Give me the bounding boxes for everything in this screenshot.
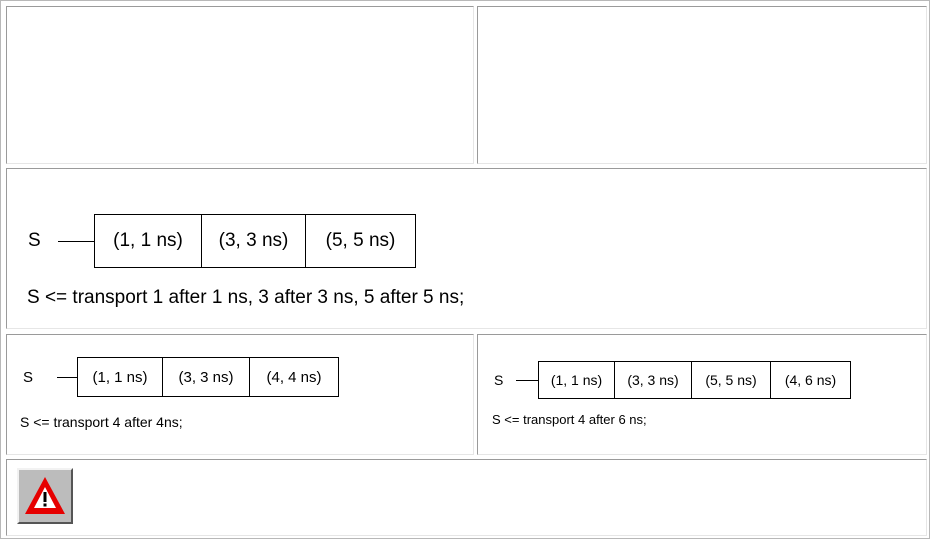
transaction-cell: (3, 3 ns) xyxy=(163,357,250,397)
signal-wire xyxy=(516,379,538,381)
warning-cell xyxy=(6,459,927,536)
empty-cell-left xyxy=(6,6,474,164)
warning-button[interactable] xyxy=(17,468,73,524)
left-diagram-cell: S (1, 1 ns) (3, 3 ns) (4, 4 ns) S <= tra… xyxy=(6,334,474,455)
transaction-cell: (4, 4 ns) xyxy=(250,357,339,397)
empty-cell-right xyxy=(477,6,927,164)
transaction-cell: (3, 3 ns) xyxy=(202,214,306,268)
right-diagram-cell: S (1, 1 ns) (3, 3 ns) (5, 5 ns) (4, 6 ns… xyxy=(477,334,927,455)
signal-label: S xyxy=(494,372,504,388)
transaction-cell: (5, 5 ns) xyxy=(692,361,771,399)
signal-wire xyxy=(58,240,94,242)
left-driver: S (1, 1 ns) (3, 3 ns) (4, 4 ns) xyxy=(21,357,339,397)
transaction-cell: (1, 1 ns) xyxy=(94,214,202,268)
signal-label: S xyxy=(28,230,41,251)
main-driver: S (1, 1 ns) (3, 3 ns) (5, 5 ns) xyxy=(28,214,416,268)
transaction-cell: (5, 5 ns) xyxy=(306,214,416,268)
transaction-cell: (1, 1 ns) xyxy=(538,361,615,399)
vhdl-statement: S <= transport 4 after 4ns; xyxy=(20,414,183,430)
transaction-cell: (3, 3 ns) xyxy=(615,361,692,399)
vhdl-statement: S <= transport 1 after 1 ns, 3 after 3 n… xyxy=(27,287,465,308)
signal-label: S xyxy=(23,368,34,386)
right-driver: S (1, 1 ns) (3, 3 ns) (5, 5 ns) (4, 6 ns… xyxy=(494,361,851,399)
transaction-cell: (1, 1 ns) xyxy=(77,357,163,397)
warning-triangle-icon xyxy=(25,477,65,514)
transaction-cell: (4, 6 ns) xyxy=(771,361,851,399)
vhdl-statement: S <= transport 4 after 6 ns; xyxy=(492,412,647,427)
signal-wire xyxy=(57,376,77,378)
main-diagram-cell: S (1, 1 ns) (3, 3 ns) (5, 5 ns) S <= tra… xyxy=(6,168,927,329)
